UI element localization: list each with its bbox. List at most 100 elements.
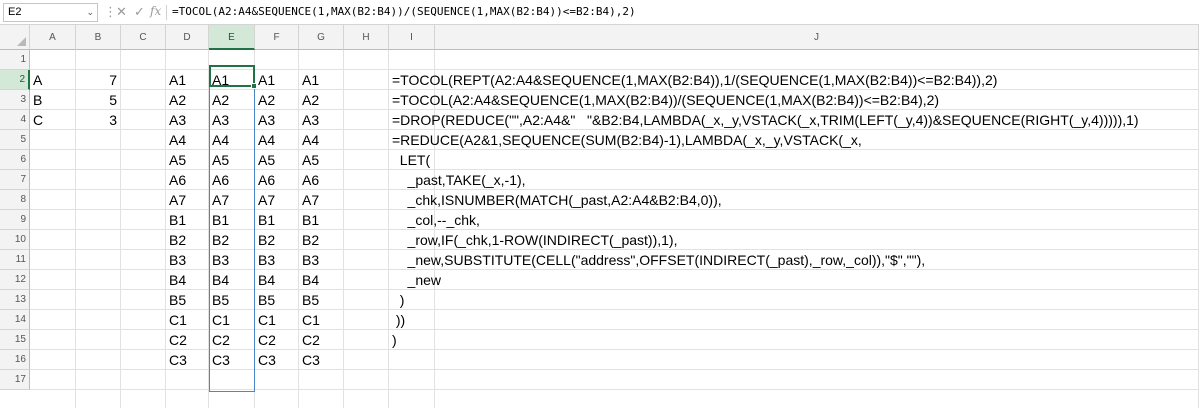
row-header-16[interactable]: 16 bbox=[0, 350, 30, 370]
cell-i2[interactable]: =TOCOL(REPT(A2:A4&SEQUENCE(1,MAX(B2:B4))… bbox=[392, 72, 998, 88]
cell-i7[interactable]: _past,TAKE(_x,-1), bbox=[392, 172, 526, 188]
cell-i15[interactable]: ) bbox=[392, 332, 397, 348]
cell-g9[interactable]: B1 bbox=[302, 212, 320, 228]
row-header-12[interactable]: 12 bbox=[0, 270, 30, 290]
cell-g12[interactable]: B4 bbox=[302, 272, 320, 288]
cell-i14[interactable]: )) bbox=[392, 312, 406, 328]
cell-f14[interactable]: C1 bbox=[258, 312, 276, 328]
cell-i6[interactable]: LET( bbox=[392, 152, 431, 168]
cell-f8[interactable]: A7 bbox=[258, 192, 276, 208]
cell-f16[interactable]: C3 bbox=[258, 352, 276, 368]
cell-i13[interactable]: ) bbox=[392, 292, 405, 308]
cell-e2[interactable]: A1 bbox=[212, 72, 230, 88]
row-header-6[interactable]: 6 bbox=[0, 150, 30, 170]
name-box[interactable]: E2 ⌄ bbox=[3, 3, 98, 22]
column-header-e[interactable]: E bbox=[209, 25, 255, 50]
cell-f3[interactable]: A2 bbox=[258, 92, 276, 108]
chevron-down-icon[interactable]: ⌄ bbox=[86, 7, 94, 17]
cell-f9[interactable]: B1 bbox=[258, 212, 276, 228]
column-header-c[interactable]: C bbox=[121, 25, 166, 50]
cell-f11[interactable]: B3 bbox=[258, 252, 276, 268]
cell-f15[interactable]: C2 bbox=[258, 332, 276, 348]
cell-e11[interactable]: B3 bbox=[212, 252, 230, 268]
cell-f12[interactable]: B4 bbox=[258, 272, 276, 288]
confirm-icon[interactable]: ✓ bbox=[134, 4, 145, 19]
cell-g7[interactable]: A6 bbox=[302, 172, 320, 188]
fill-handle[interactable] bbox=[251, 83, 257, 89]
cell-i5[interactable]: =REDUCE(A2&1,SEQUENCE(SUM(B2:B4)-1),LAMB… bbox=[392, 132, 862, 148]
cell-e3[interactable]: A2 bbox=[212, 92, 230, 108]
column-header-j[interactable]: J bbox=[435, 25, 1199, 50]
cell-b3[interactable]: 5 bbox=[109, 92, 117, 108]
cell-d13[interactable]: B5 bbox=[169, 292, 187, 308]
cell-e8[interactable]: A7 bbox=[212, 192, 230, 208]
cell-i11[interactable]: _new,SUBSTITUTE(CELL("address",OFFSET(IN… bbox=[392, 252, 926, 268]
cell-a3[interactable]: B bbox=[33, 92, 43, 108]
cell-d8[interactable]: A7 bbox=[169, 192, 187, 208]
cell-e15[interactable]: C2 bbox=[212, 332, 230, 348]
cancel-icon[interactable]: ✕ bbox=[116, 4, 127, 19]
cell-g15[interactable]: C2 bbox=[302, 332, 320, 348]
cell-e6[interactable]: A5 bbox=[212, 152, 230, 168]
cell-a4[interactable]: C bbox=[33, 112, 44, 128]
column-header-a[interactable]: A bbox=[30, 25, 76, 50]
row-header-9[interactable]: 9 bbox=[0, 210, 30, 230]
column-header-d[interactable]: D bbox=[166, 25, 209, 50]
cell-i10[interactable]: _row,IF(_chk,1-ROW(INDIRECT(_past)),1), bbox=[392, 232, 678, 248]
row-header-5[interactable]: 5 bbox=[0, 130, 30, 150]
row-header-4[interactable]: 4 bbox=[0, 110, 30, 130]
cell-f7[interactable]: A6 bbox=[258, 172, 276, 188]
cell-a2[interactable]: A bbox=[33, 72, 43, 88]
column-header-h[interactable]: H bbox=[344, 25, 389, 50]
cell-f10[interactable]: B2 bbox=[258, 232, 276, 248]
cell-e5[interactable]: A4 bbox=[212, 132, 230, 148]
cell-d7[interactable]: A6 bbox=[169, 172, 187, 188]
row-header-8[interactable]: 8 bbox=[0, 190, 30, 210]
row-header-13[interactable]: 13 bbox=[0, 290, 30, 310]
cell-f2[interactable]: A1 bbox=[258, 72, 276, 88]
column-header-f[interactable]: F bbox=[255, 25, 299, 50]
cell-e14[interactable]: C1 bbox=[212, 312, 230, 328]
cell-g8[interactable]: A7 bbox=[302, 192, 320, 208]
cell-d14[interactable]: C1 bbox=[169, 312, 187, 328]
cell-g3[interactable]: A2 bbox=[302, 92, 320, 108]
cell-g10[interactable]: B2 bbox=[302, 232, 320, 248]
cell-g16[interactable]: C3 bbox=[302, 352, 320, 368]
column-header-b[interactable]: B bbox=[76, 25, 121, 50]
cell-i4[interactable]: =DROP(REDUCE("",A2:A4&" "&B2:B4,LAMBDA(_… bbox=[392, 112, 1139, 128]
cell-f6[interactable]: A5 bbox=[258, 152, 276, 168]
cell-b2[interactable]: 7 bbox=[109, 72, 117, 88]
cell-i8[interactable]: _chk,ISNUMBER(MATCH(_past,A2:A4&B2:B4,0)… bbox=[392, 192, 722, 208]
cell-e7[interactable]: A6 bbox=[212, 172, 230, 188]
row-header-3[interactable]: 3 bbox=[0, 90, 30, 110]
row-header-7[interactable]: 7 bbox=[0, 170, 30, 190]
cell-i9[interactable]: _col,--_chk, bbox=[392, 212, 480, 228]
cell-g14[interactable]: C1 bbox=[302, 312, 320, 328]
cell-d15[interactable]: C2 bbox=[169, 332, 187, 348]
cell-d10[interactable]: B2 bbox=[169, 232, 187, 248]
row-header-14[interactable]: 14 bbox=[0, 310, 30, 330]
cell-d12[interactable]: B4 bbox=[169, 272, 187, 288]
column-header-i[interactable]: I bbox=[389, 25, 435, 50]
cell-g11[interactable]: B3 bbox=[302, 252, 320, 268]
cell-e13[interactable]: B5 bbox=[212, 292, 230, 308]
cell-e9[interactable]: B1 bbox=[212, 212, 230, 228]
cell-d9[interactable]: B1 bbox=[169, 212, 187, 228]
row-header-10[interactable]: 10 bbox=[0, 230, 30, 250]
cell-f13[interactable]: B5 bbox=[258, 292, 276, 308]
row-header-2[interactable]: 2 bbox=[0, 70, 30, 90]
cell-e12[interactable]: B4 bbox=[212, 272, 230, 288]
insert-function-button[interactable]: fx bbox=[150, 4, 162, 18]
row-header-1[interactable]: 1 bbox=[0, 50, 30, 70]
cell-i3[interactable]: =TOCOL(A2:A4&SEQUENCE(1,MAX(B2:B4))/(SEQ… bbox=[392, 92, 940, 108]
cell-d5[interactable]: A4 bbox=[169, 132, 187, 148]
row-header-17[interactable]: 17 bbox=[0, 370, 30, 390]
select-all-button[interactable] bbox=[0, 25, 30, 50]
cell-g13[interactable]: B5 bbox=[302, 292, 320, 308]
cell-d4[interactable]: A3 bbox=[169, 112, 187, 128]
cell-d2[interactable]: A1 bbox=[169, 72, 187, 88]
cell-d16[interactable]: C3 bbox=[169, 352, 187, 368]
cell-g2[interactable]: A1 bbox=[302, 72, 320, 88]
row-header-15[interactable]: 15 bbox=[0, 330, 30, 350]
cell-g6[interactable]: A5 bbox=[302, 152, 320, 168]
